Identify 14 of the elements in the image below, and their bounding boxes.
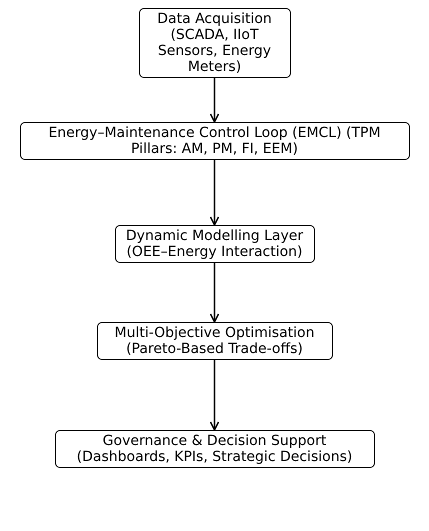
process-box xyxy=(20,122,410,160)
arrow xyxy=(210,160,220,226)
arrow xyxy=(210,78,220,123)
arrow xyxy=(210,360,220,431)
box-text: Governance & Decision Support (Dashboards, KPIs, Strategic Decisions) xyxy=(76,433,354,465)
box-text: Energy–Maintenance Control Loop (EMCL) (TPM Pillars: AM, PM, FI, EEM) xyxy=(47,125,382,157)
process-box xyxy=(96,322,332,360)
process-box xyxy=(114,225,314,263)
process-box xyxy=(54,430,374,468)
process-box xyxy=(138,8,290,78)
box-text: Data Acquisition (SCADA, IIoT Sensors, Energy Meters) xyxy=(156,11,273,75)
box-text: Multi-Objective Optimisation (Pareto-Based Trade-offs) xyxy=(114,325,316,357)
box-text: Dynamic Modelling Layer (OEE–Energy Interaction) xyxy=(124,228,304,260)
arrow xyxy=(210,263,220,323)
